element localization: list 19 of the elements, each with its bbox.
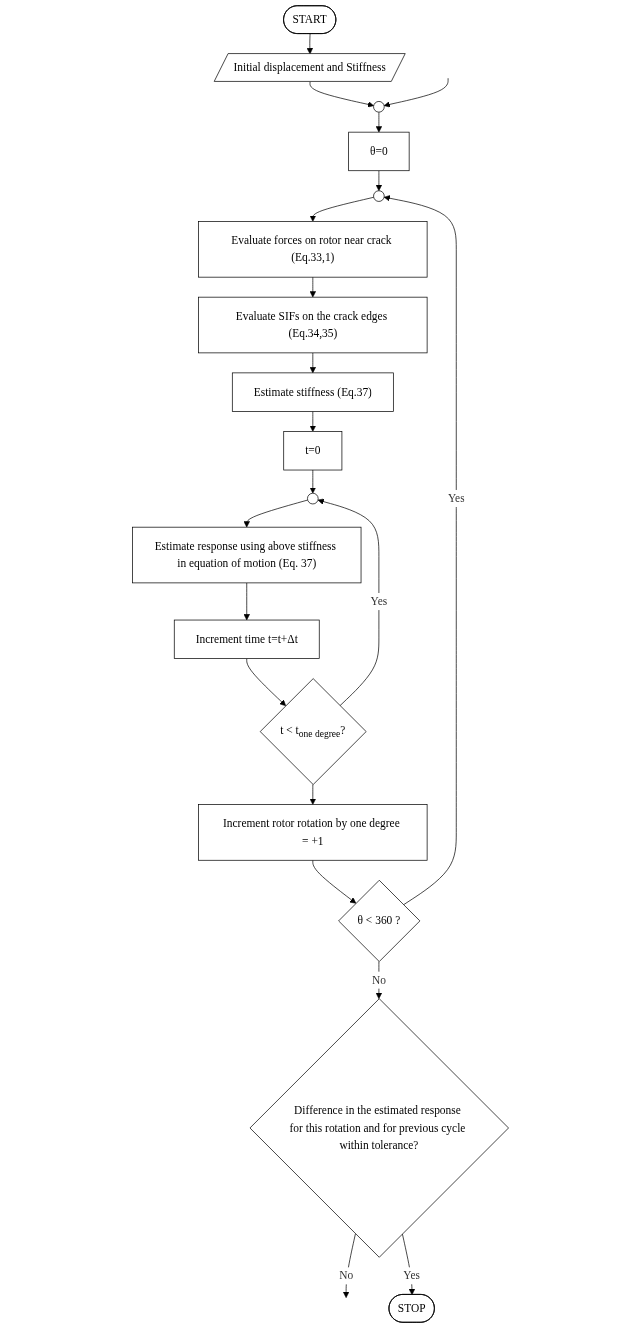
node-diamond: θ < 360 ?	[338, 879, 421, 962]
edge-label: No	[339, 1269, 354, 1282]
node-circle	[373, 190, 385, 202]
node-box: Increment rotor rotation by one degree = +1	[198, 804, 428, 861]
node-circle	[373, 101, 385, 113]
node-box: Estimate response using above stiffness in equation of motion (Eq. 37)	[132, 526, 362, 584]
node-box: θ=0	[348, 131, 410, 172]
node-box: Estimate stiffness (Eq.37)	[231, 372, 394, 412]
edge-label: No	[371, 973, 386, 986]
node-circle	[307, 492, 319, 505]
node-box: Evaluate SIFs on the crack edges (Eq.34,35)	[198, 296, 428, 354]
edge-label: Yes	[403, 1269, 420, 1282]
node-diamond: Difference in the estimated response for this rotation and for previous cycle within tolerance?	[249, 998, 509, 1258]
edge-label: Yes	[370, 595, 388, 608]
node-box: Evaluate forces on rotor near crack (Eq.33,1)	[198, 221, 428, 278]
node-diamond: t < t$_{one degree}$?	[259, 678, 367, 785]
node-box: Increment time t=t+Δt	[173, 619, 320, 659]
edge-label: Yes	[447, 492, 465, 505]
node-box: t=0	[283, 431, 343, 471]
